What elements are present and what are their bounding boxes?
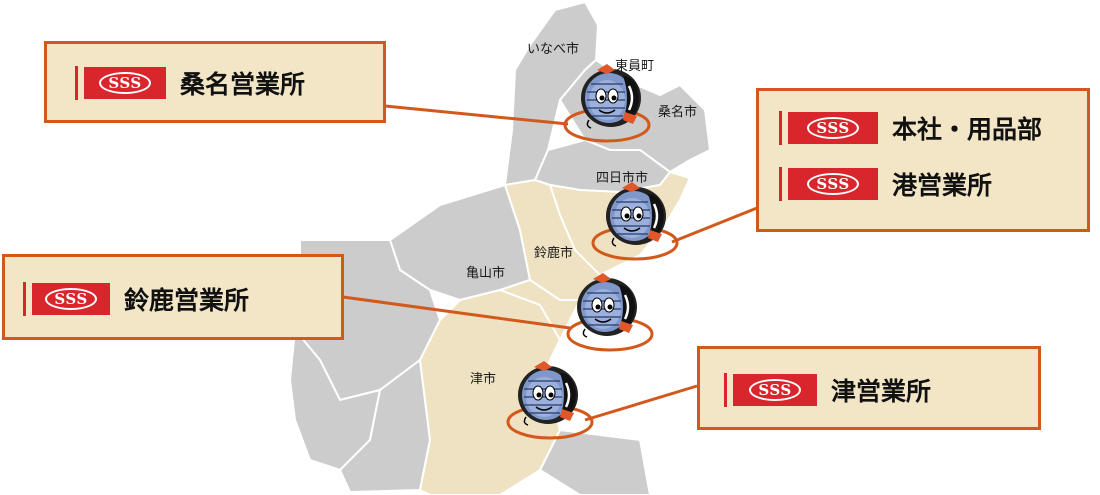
sss-logo: SSS	[733, 374, 817, 406]
sss-logo: SSS	[788, 112, 878, 144]
city-label-yokkaichi: 四日市市	[596, 171, 649, 186]
sss-logo-text: SSS	[45, 288, 97, 310]
accent-bar	[779, 111, 782, 145]
highlight-borders	[499, 184, 601, 341]
leader-tsu	[584, 384, 698, 422]
office-card-kuwana: SSS 桑名営業所	[44, 41, 386, 123]
leader-honsha	[671, 206, 758, 244]
sss-logo: SSS	[788, 168, 878, 200]
office-name-kuwana: 桑名営業所	[180, 70, 306, 99]
city-label-tsu: 津市	[470, 372, 497, 387]
leader-lines	[342, 104, 758, 422]
city-label-toin: 東員町	[615, 59, 655, 74]
office-name-honsha: 本社・用品部	[892, 115, 1043, 144]
accent-bar	[724, 373, 727, 407]
leader-suzuka	[342, 295, 571, 330]
city-label-suzuka: 鈴鹿市	[534, 246, 574, 261]
sss-logo: SSS	[32, 283, 110, 315]
office-card-tsu: SSS 津営業所	[697, 346, 1041, 430]
office-name-minato: 港営業所	[892, 171, 993, 200]
accent-bar	[779, 167, 782, 201]
city-label-kameyama: 亀山市	[466, 266, 506, 281]
sss-logo-text: SSS	[99, 72, 151, 94]
office-name-tsu: 津営業所	[831, 377, 932, 406]
leader-kuwana	[384, 104, 569, 126]
office-card-suzuka: SSS 鈴鹿営業所	[2, 254, 344, 340]
region-southeast	[538, 428, 652, 495]
accent-bar	[23, 282, 26, 316]
sss-logo-text: SSS	[807, 117, 859, 139]
sss-logo-text: SSS	[807, 173, 859, 195]
city-label-kuwana: 桑名市	[658, 105, 698, 120]
office-card-honsha-minato: SSS 本社・用品部 SSS 港営業所	[756, 88, 1090, 232]
city-label-inabe: いなべ市	[527, 42, 580, 57]
accent-bar	[75, 66, 78, 100]
office-name-suzuka: 鈴鹿営業所	[124, 286, 250, 315]
sss-logo-text: SSS	[749, 379, 801, 401]
sss-logo: SSS	[84, 67, 166, 99]
